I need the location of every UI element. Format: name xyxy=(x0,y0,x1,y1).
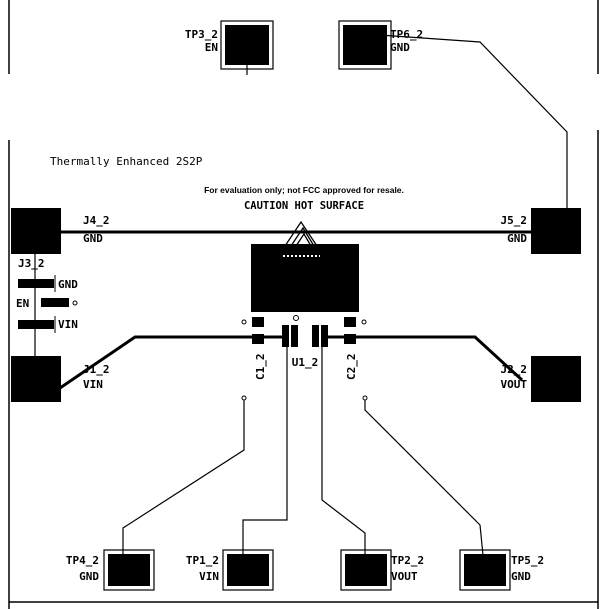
u1-thermal-pad xyxy=(251,244,359,312)
j2-net: VOUT xyxy=(501,378,528,391)
tp4-pad xyxy=(108,554,150,586)
tp4-net: GND xyxy=(79,570,99,583)
j3-gnd: GND xyxy=(58,278,78,291)
tp6-net: GND xyxy=(390,41,410,54)
tp4-ref: TP4_2 xyxy=(66,554,99,567)
c2-ref: C2_2 xyxy=(345,354,358,381)
tp5-net: GND xyxy=(511,570,531,583)
board-title: Thermally Enhanced 2S2P xyxy=(50,155,203,168)
vin-trace xyxy=(59,335,287,390)
j3-en: EN xyxy=(16,297,29,310)
tp2-ref: TP2_2 xyxy=(391,554,424,567)
tp2-pad xyxy=(345,554,387,586)
c1-pads xyxy=(241,317,264,344)
tp5-pad xyxy=(464,554,506,586)
j5-net: GND xyxy=(507,232,527,245)
board-outline xyxy=(8,0,599,609)
testpoint-traces xyxy=(122,33,568,556)
j3-jumper xyxy=(18,254,78,358)
thermal-trace-fan xyxy=(284,220,318,247)
tp6-ref: TP6_2 xyxy=(390,28,423,41)
vout-trace xyxy=(323,335,524,382)
tp3-pad-outline xyxy=(220,20,274,70)
j1-net: VIN xyxy=(83,378,103,391)
j1-pad xyxy=(11,356,61,402)
j3-vin: VIN xyxy=(58,318,78,331)
tp1-pad xyxy=(227,554,269,586)
j4-pad xyxy=(11,208,61,254)
c2-pads xyxy=(344,317,367,344)
j3-ref: J3_2 xyxy=(18,257,45,270)
tp1-pad-outline xyxy=(222,549,274,591)
disclaimer-text: For evaluation only; not FCC approved fo… xyxy=(204,185,404,195)
tp2-pad-outline xyxy=(340,549,392,591)
tp3-ref: TP3_2 xyxy=(185,28,218,41)
j1-ref: J1_2 xyxy=(83,363,110,376)
tp5-pad-outline xyxy=(459,549,511,591)
caution-text: CAUTION HOT SURFACE xyxy=(244,200,364,212)
tp5-ref: TP5_2 xyxy=(511,554,544,567)
u1-ref: U1_2 xyxy=(292,356,319,369)
tp3-net: EN xyxy=(205,41,218,54)
tp1-ref: TP1_2 xyxy=(186,554,219,567)
u1-pins xyxy=(282,325,328,347)
j2-pad xyxy=(531,356,581,402)
tp6-pad-outline xyxy=(338,20,392,70)
tp1-net: VIN xyxy=(199,570,219,583)
j5-ref: J5_2 xyxy=(501,214,528,227)
j4-ref: J4_2 xyxy=(83,214,110,227)
j4-net: GND xyxy=(83,232,103,245)
tp3-pad xyxy=(225,25,269,65)
tp6-pad xyxy=(343,25,387,65)
j2-ref: J2_2 xyxy=(501,363,528,376)
tp2-net: VOUT xyxy=(391,570,418,583)
c1-ref: C1_2 xyxy=(254,354,267,381)
j5-pad xyxy=(531,208,581,254)
tp4-pad-outline xyxy=(103,549,155,591)
